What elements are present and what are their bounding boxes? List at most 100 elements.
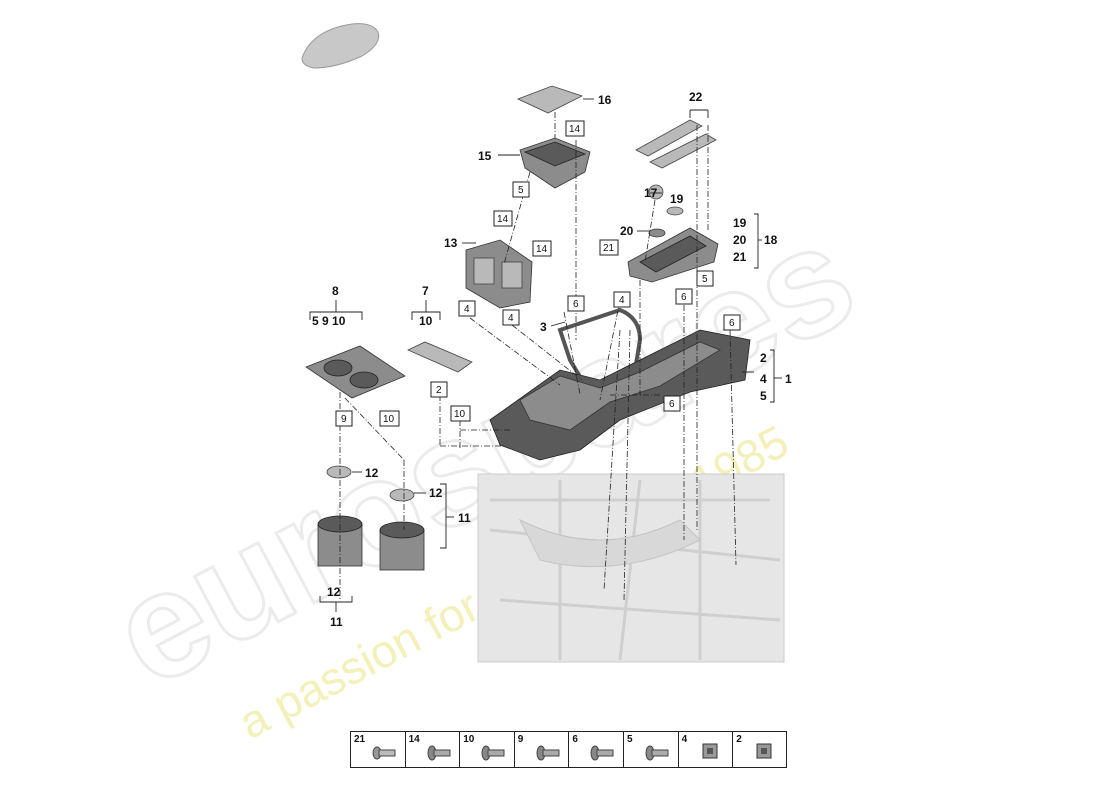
- callout-labels: 16 15 13 22 17 19 20 19 20 21 18 3 8 5 9…: [312, 90, 792, 629]
- part-19-cover: [666, 206, 684, 216]
- part-17-knob: [648, 184, 664, 200]
- clip-icon: [699, 740, 721, 767]
- part-11-cupholder-b: [379, 521, 425, 571]
- callout-1: 1: [785, 372, 792, 386]
- clip-icon: [753, 740, 775, 767]
- car-silhouette-icon: [301, 23, 380, 69]
- callout-11: 11: [458, 511, 471, 525]
- svg-text:6: 6: [681, 292, 687, 303]
- box-5a: 5: [512, 181, 530, 198]
- bolt-icon: [644, 740, 670, 767]
- callout-16: 16: [598, 93, 612, 107]
- callout-11b: 11: [330, 615, 343, 629]
- svg-text:14: 14: [536, 244, 548, 255]
- callout-22: 22: [689, 90, 703, 104]
- callout-12a: 12: [365, 466, 379, 480]
- box-21: 21: [599, 239, 619, 256]
- bolt-icon: [426, 740, 452, 767]
- part-7-cover: [407, 341, 473, 373]
- legend-cell-5: 5: [624, 732, 679, 767]
- svg-text:10: 10: [454, 409, 466, 420]
- part-8-cupholder-trim: [305, 345, 406, 399]
- box-9: 9: [335, 410, 353, 427]
- box-4c: 4: [502, 309, 520, 326]
- callout-1-group-5: 5: [760, 389, 767, 403]
- box-5b: 5: [696, 270, 714, 287]
- svg-text:6: 6: [573, 299, 579, 310]
- callout-20a: 20: [620, 224, 634, 238]
- screw-icon: [371, 740, 397, 767]
- svg-text:4: 4: [619, 295, 625, 306]
- box-14b: 14: [493, 210, 513, 227]
- callout-21: 21: [733, 250, 747, 264]
- legend-number: 5: [627, 734, 633, 745]
- callout-15: 15: [478, 149, 492, 163]
- callout-13: 13: [444, 236, 458, 250]
- part-12-mat-b: [389, 488, 415, 502]
- callout-17: 17: [644, 186, 658, 200]
- fastener-legend: 21 14 10 9 6 5 4 2: [350, 731, 787, 768]
- legend-number: 9: [517, 734, 524, 745]
- callout-20b: 20: [733, 233, 747, 247]
- box-10a: 10: [379, 410, 400, 427]
- svg-text:14: 14: [497, 214, 509, 225]
- part-12-mat-a: [326, 465, 352, 479]
- callout-7: 7: [422, 284, 429, 298]
- callout-1-group-4: 4: [760, 372, 767, 386]
- boxed-labels: 14 5 14 14 21 5 6 4 6 4 4 6 2 10 10 9 6: [335, 120, 741, 427]
- callout-8: 8: [332, 284, 339, 298]
- callout-12c: 12: [327, 585, 341, 599]
- box-4b: 4: [458, 300, 476, 317]
- legend-cell-10: 10: [460, 732, 515, 767]
- legend-cell-2: 2: [733, 732, 788, 767]
- callout-8-group: 5 9 10: [312, 314, 346, 328]
- legend-cell-9: 9: [515, 732, 570, 767]
- callout-7-group: 10: [419, 314, 433, 328]
- svg-text:10: 10: [383, 414, 395, 425]
- legend-number: 21: [354, 734, 366, 745]
- svg-text:6: 6: [729, 318, 735, 329]
- box-6b: 6: [567, 295, 585, 312]
- floor-pan: [477, 473, 785, 663]
- legend-number: 2: [736, 734, 742, 745]
- box-6a: 6: [675, 288, 693, 305]
- svg-text:2: 2: [436, 385, 442, 396]
- svg-text:5: 5: [702, 274, 708, 285]
- part-16-mat: [516, 85, 584, 114]
- box-4a: 4: [613, 291, 631, 308]
- svg-text:5: 5: [518, 185, 524, 196]
- svg-text:6: 6: [669, 399, 675, 410]
- legend-number: 4: [681, 734, 688, 745]
- part-15-storage-bin: [519, 137, 591, 189]
- svg-text:9: 9: [341, 414, 347, 425]
- part-13-vents: [465, 239, 533, 309]
- part-1-center-console: [489, 329, 751, 461]
- legend-number: 14: [408, 734, 420, 745]
- callout-3: 3: [540, 320, 547, 334]
- legend-number: 10: [463, 734, 475, 745]
- svg-text:4: 4: [508, 313, 514, 324]
- bracket-lines: [309, 98, 782, 612]
- legend-cell-6: 6: [569, 732, 624, 767]
- box-6c: 6: [723, 314, 741, 331]
- box-14a: 14: [565, 120, 585, 137]
- svg-text:14: 14: [569, 124, 581, 135]
- bolt-icon: [535, 740, 561, 767]
- callout-19a: 19: [670, 192, 684, 206]
- callout-12b: 12: [429, 486, 443, 500]
- svg-text:4: 4: [464, 304, 470, 315]
- part-18-switch-panel: [627, 227, 719, 283]
- box-6d: 6: [663, 395, 681, 412]
- box-10b: 10: [450, 405, 471, 422]
- legend-cell-14: 14: [406, 732, 461, 767]
- legend-number: 6: [572, 734, 578, 745]
- callout-19b: 19: [733, 216, 747, 230]
- box-14c: 14: [532, 240, 552, 257]
- box-2: 2: [430, 381, 448, 398]
- part-20-cover: [648, 228, 666, 238]
- bolt-icon: [589, 740, 615, 767]
- callout-18: 18: [764, 233, 778, 247]
- legend-cell-4: 4: [679, 732, 734, 767]
- callout-1-group-2: 2: [760, 351, 767, 365]
